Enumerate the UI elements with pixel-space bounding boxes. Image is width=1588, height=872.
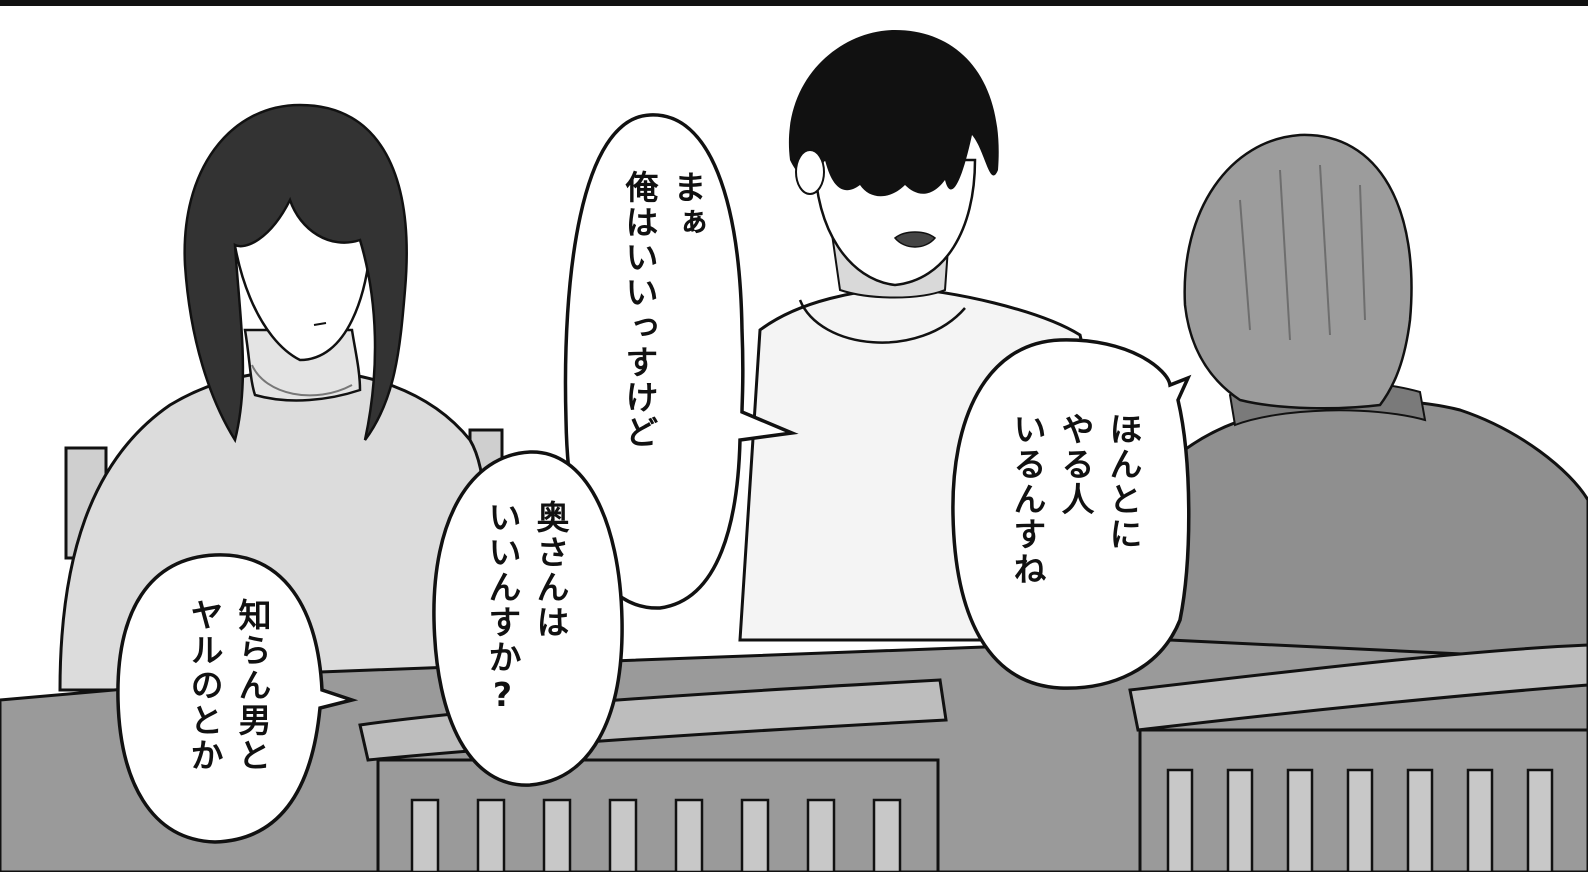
- speech-bubble-1-text: まぁ 俺はいいっすけど: [620, 170, 707, 450]
- speech-bubble-2-text: 奥さんは いいんすか?: [483, 500, 570, 716]
- front-chair-right: [1128, 643, 1588, 872]
- speech-bubble-2: [432, 450, 624, 787]
- panel-top-border: [0, 0, 1588, 6]
- speech-bubble-4: [116, 553, 359, 844]
- speech-bubble-4-text: 知らん男と ヤルのとか: [185, 598, 272, 773]
- speech-bubble-3-text: ほんとに やる人 いるんすね: [1008, 412, 1143, 587]
- speech-bubble-1: [563, 113, 799, 610]
- speech-bubble-3: [951, 338, 1192, 690]
